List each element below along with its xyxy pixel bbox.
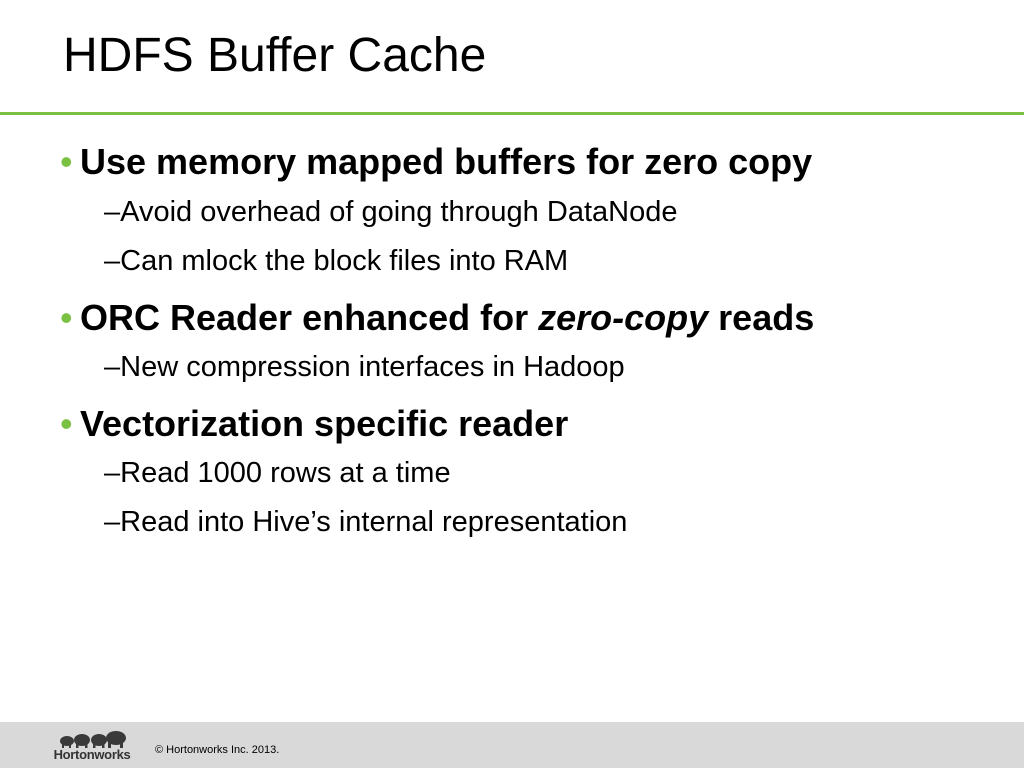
footer-bar xyxy=(0,722,1024,768)
sub-glyph: – xyxy=(104,245,121,277)
slide-title: HDFS Buffer Cache xyxy=(63,29,487,82)
sub-bullet-3-2: –Read into Hive’s internal representatio… xyxy=(104,506,628,539)
sub-text: New compression interfaces in Hadoop xyxy=(120,351,625,383)
sub-glyph: – xyxy=(104,457,121,489)
bullet-item-2: •ORC Reader enhanced for zero-copy reads xyxy=(60,298,814,338)
sub-glyph: – xyxy=(104,351,121,383)
sub-text: Read 1000 rows at a time xyxy=(120,457,451,489)
bullet-item-1: •Use memory mapped buffers for zero copy xyxy=(60,142,812,182)
sub-glyph: – xyxy=(104,506,121,538)
sub-bullet-1-1: –Avoid overhead of going through DataNod… xyxy=(104,196,678,229)
copyright-text: © Hortonworks Inc. 2013. xyxy=(155,744,280,756)
sub-text: Read into Hive’s internal representation xyxy=(120,506,628,538)
bullet-glyph: • xyxy=(60,141,73,182)
bullet-text: Use memory mapped buffers for zero copy xyxy=(80,141,813,182)
sub-bullet-2-1: –New compression interfaces in Hadoop xyxy=(104,351,625,384)
title-divider xyxy=(0,112,1024,115)
bullet-text: Vectorization specific reader xyxy=(80,403,569,444)
logo-wordmark: Hortonworks xyxy=(53,747,131,762)
bullet-glyph: • xyxy=(60,297,73,338)
bullet-emphasis: zero-copy xyxy=(538,297,709,338)
sub-text: Can mlock the block files into RAM xyxy=(120,245,569,277)
sub-text: Avoid overhead of going through DataNode xyxy=(120,196,678,228)
bullet-item-3: •Vectorization specific reader xyxy=(60,404,568,444)
hortonworks-logo: Hortonworks xyxy=(50,727,134,763)
elephants-logo-icon xyxy=(60,731,126,748)
bullet-glyph: • xyxy=(60,403,73,444)
sub-bullet-1-2: –Can mlock the block files into RAM xyxy=(104,245,569,278)
bullet-text-tail: reads xyxy=(708,297,815,338)
bullet-text: ORC Reader enhanced for xyxy=(80,297,539,338)
sub-glyph: – xyxy=(104,196,121,228)
sub-bullet-3-1: –Read 1000 rows at a time xyxy=(104,457,451,490)
